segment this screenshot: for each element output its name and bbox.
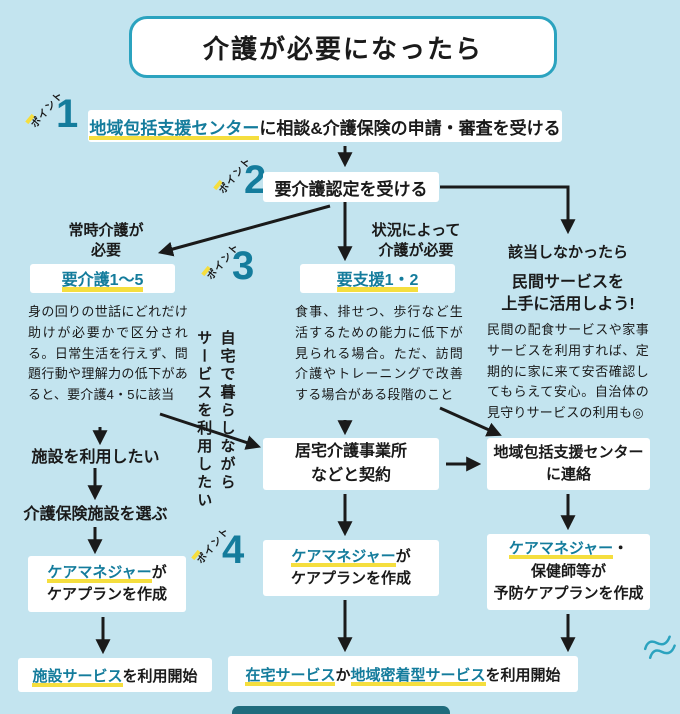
facility-choose-label: 介護保険施設を選ぶ xyxy=(23,506,168,523)
point-4-marker: ポイント 4 xyxy=(191,524,254,584)
point-number: 4 xyxy=(222,528,245,572)
point-2-marker: ポイント 2 xyxy=(213,154,276,214)
point-1-marker: ポイント 1 xyxy=(25,88,88,148)
condition-constant-care: 常時介護が 必要 xyxy=(68,222,144,260)
home-service-start-box: 在宅サービスか地域密着型サービスを利用開始 xyxy=(228,656,578,692)
step2-certification-box: 要介護認定を受ける xyxy=(263,172,439,202)
point-number: 3 xyxy=(232,244,255,288)
step1-consult-box: 地域包括支援センターに相談&介護保険の申請・審査を受ける xyxy=(88,110,562,142)
step2-text: 要介護認定を受ける xyxy=(274,179,428,199)
facility-want-label: 施設を利用したい xyxy=(31,449,160,466)
support-level-desc: 食事、排せつ、歩行など生活するための能力に低下が見られる場合。ただ、訪問介護やト… xyxy=(295,304,463,403)
title-box: 介護が必要になったら xyxy=(129,16,557,78)
private-services-desc: 民間の配食サービスや家事サービスを利用すれば、定期的に家に来て安否確認してもらえ… xyxy=(487,322,649,421)
bottom-bar-decoration xyxy=(232,706,450,714)
wave-decoration-icon xyxy=(643,635,676,660)
prevention-careplan-box: ケアマネジャー・ 保健師等が 予防ケアプランを作成 xyxy=(487,534,650,610)
support-center-contact-box: 地域包括支援センター に連絡 xyxy=(487,438,650,490)
support-level-1-2-box: 要支援1・2 xyxy=(300,264,455,293)
page-title: 介護が必要になったら xyxy=(202,33,483,64)
support-center-highlight: 地域包括支援センター xyxy=(89,118,260,140)
care-level-1-5-box: 要介護1〜5 xyxy=(30,264,175,293)
point-3-marker: ポイント 3 xyxy=(201,240,264,300)
private-services-title: 民間サービスを 上手に活用しよう! xyxy=(501,274,635,314)
home-preference-label: 自宅で暮らしながら サービスを利用したい xyxy=(195,330,236,510)
point-number: 1 xyxy=(56,92,79,136)
condition-not-eligible: 該当しなかったら xyxy=(507,244,628,261)
home-careplan-box: ケアマネジャーが ケアプランを作成 xyxy=(263,540,439,596)
condition-situational: 状況によって 介護が必要 xyxy=(371,222,461,260)
care-level-desc: 身の回りの世話にどれだけ助けが必要かで区分される。日常生活を行えず、問題行動や理… xyxy=(28,304,188,403)
facility-careplan-box: ケアマネジャーが ケアプランを作成 xyxy=(28,556,186,612)
home-care-contract-box: 居宅介護事業所 などと契約 xyxy=(263,438,439,490)
step1-text: に相談&介護保険の申請・審査を受ける xyxy=(259,118,561,138)
facility-service-start-box: 施設サービスを利用開始 xyxy=(18,658,212,692)
point-number: 2 xyxy=(244,158,267,202)
